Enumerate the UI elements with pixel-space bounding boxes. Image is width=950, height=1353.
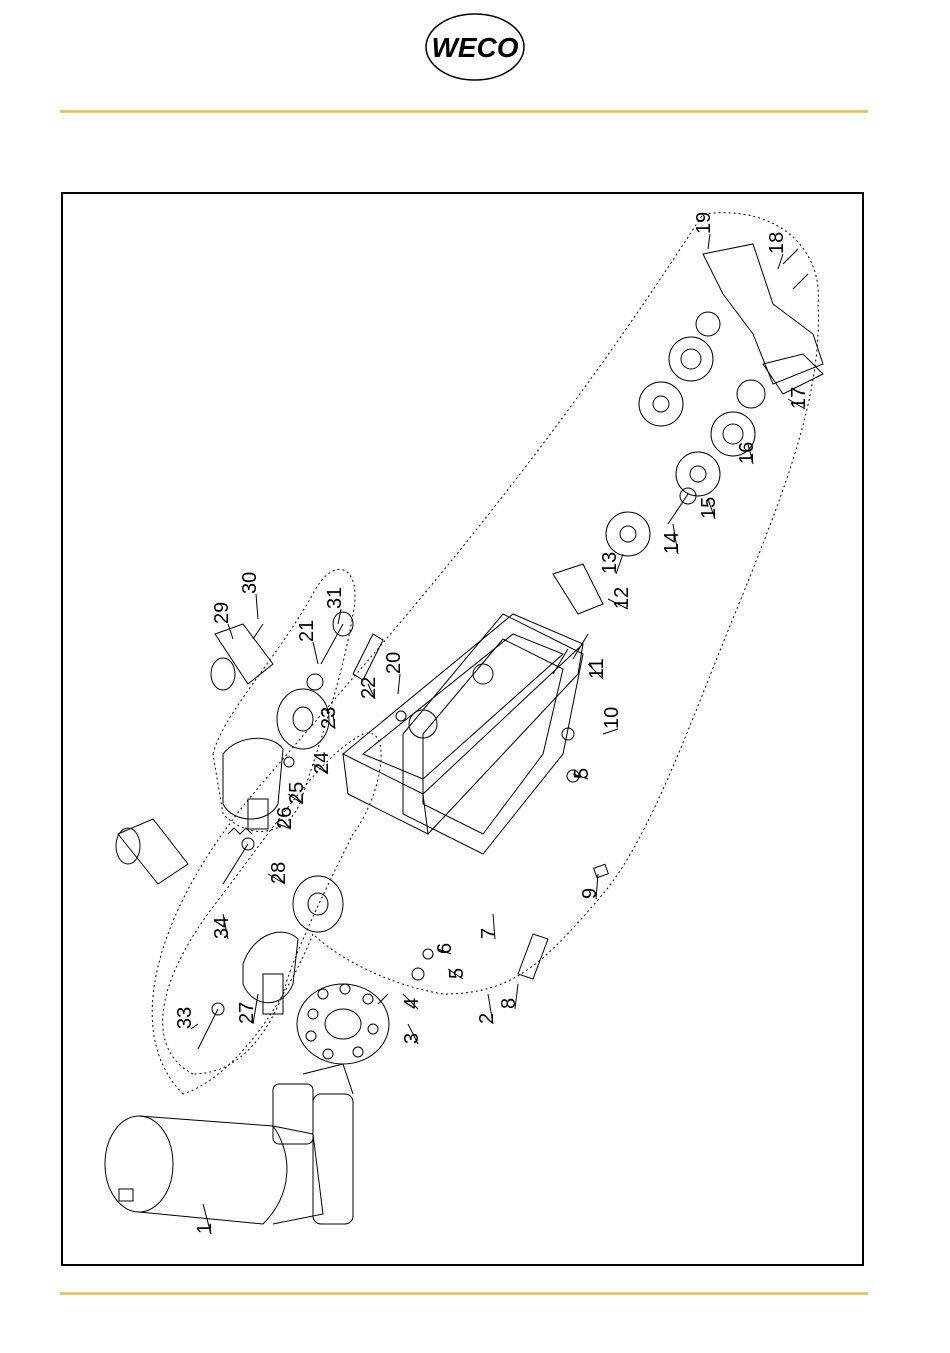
drive-roll-upper xyxy=(669,337,713,381)
top-rule xyxy=(60,110,868,113)
washer-part-21 xyxy=(307,674,323,690)
screw-part-33 xyxy=(198,1003,224,1049)
part-label-8: 8 xyxy=(498,998,520,1009)
assembly-boundary-2 xyxy=(152,213,818,1094)
part-label-19: 19 xyxy=(693,212,715,234)
part-number-labels: 1234556789101112131415161718192021222324… xyxy=(174,212,810,1234)
nut-part-20 xyxy=(396,711,406,721)
part-label-21: 21 xyxy=(296,620,318,642)
part-label-18: 18 xyxy=(766,232,788,254)
knob-part-34 xyxy=(116,819,188,884)
leader-line-18 xyxy=(778,254,783,269)
screw-part-18 xyxy=(783,249,808,289)
part-label-27: 27 xyxy=(236,1002,258,1024)
motor-part-1 xyxy=(105,1064,353,1224)
part-label-17: 17 xyxy=(788,387,810,409)
part-label-13: 13 xyxy=(599,552,621,574)
bottom-rule xyxy=(60,1292,868,1295)
drawing-layer xyxy=(105,213,823,1224)
leader-line-29 xyxy=(228,624,233,639)
part-label-4: 4 xyxy=(401,998,423,1009)
part-label-23: 23 xyxy=(318,707,340,729)
gear-part-upper xyxy=(639,382,683,426)
part-label-24: 24 xyxy=(311,752,333,774)
cap-part-17 xyxy=(737,380,765,408)
gear-part-13 xyxy=(606,512,650,556)
knob-part-29 xyxy=(211,624,273,690)
part-label-31: 31 xyxy=(324,587,346,609)
part-label-14: 14 xyxy=(661,532,683,554)
leader-line-31 xyxy=(338,609,341,624)
cap-upper xyxy=(696,312,720,336)
part-label-5: 5 xyxy=(446,968,468,979)
square-nut-part-9 xyxy=(594,864,609,878)
part-label-30: 30 xyxy=(239,572,261,594)
part-label-26: 26 xyxy=(274,807,296,829)
nut-part-6 xyxy=(423,949,433,959)
part-label-6: 6 xyxy=(434,943,456,954)
cover-part-19 xyxy=(703,244,823,394)
screw-part-28 xyxy=(223,838,254,884)
part-label-2: 2 xyxy=(476,1013,498,1024)
part-label-1: 1 xyxy=(194,1223,216,1234)
part-label-7: 7 xyxy=(478,928,500,939)
gear-part-15 xyxy=(676,452,720,496)
leader-line-20 xyxy=(398,674,400,694)
leader-line-21 xyxy=(313,642,318,664)
part-label-33: 33 xyxy=(174,1007,196,1029)
part-label-20: 20 xyxy=(383,652,405,674)
spring-part-22 xyxy=(353,634,383,680)
weco-logo: WECO xyxy=(423,12,527,82)
leader-line-19 xyxy=(708,234,710,249)
bushing-part-24 xyxy=(284,757,294,767)
part-label-9: 9 xyxy=(579,888,601,899)
part-label-15: 15 xyxy=(698,497,720,519)
part-label-11: 11 xyxy=(586,658,608,679)
part-label-10: 10 xyxy=(601,707,623,729)
spring-part-8 xyxy=(518,934,548,979)
logo-text: WECO xyxy=(431,32,518,63)
flange-part-3 xyxy=(297,984,389,1064)
part-label-3: 3 xyxy=(401,1033,423,1044)
part-label-28: 28 xyxy=(268,862,290,884)
pressure-arm-part-27 xyxy=(243,932,298,1014)
part-label-5: 5 xyxy=(571,768,593,779)
bracket-part-12 xyxy=(553,564,603,614)
screw-part-31 xyxy=(321,612,353,664)
part-label-12: 12 xyxy=(611,587,633,609)
exploded-parts-diagram: 1234556789101112131415161718192021222324… xyxy=(63,194,862,1264)
leader-line-30 xyxy=(256,594,258,619)
pin-part-30 xyxy=(253,624,263,639)
bearing-lower xyxy=(293,876,343,932)
part-label-22: 22 xyxy=(358,677,380,699)
part-label-34: 34 xyxy=(211,917,233,939)
part-label-16: 16 xyxy=(736,442,758,464)
part-label-29: 29 xyxy=(211,602,233,624)
part-label-25: 25 xyxy=(286,782,308,804)
shaft-part-14 xyxy=(668,488,696,524)
